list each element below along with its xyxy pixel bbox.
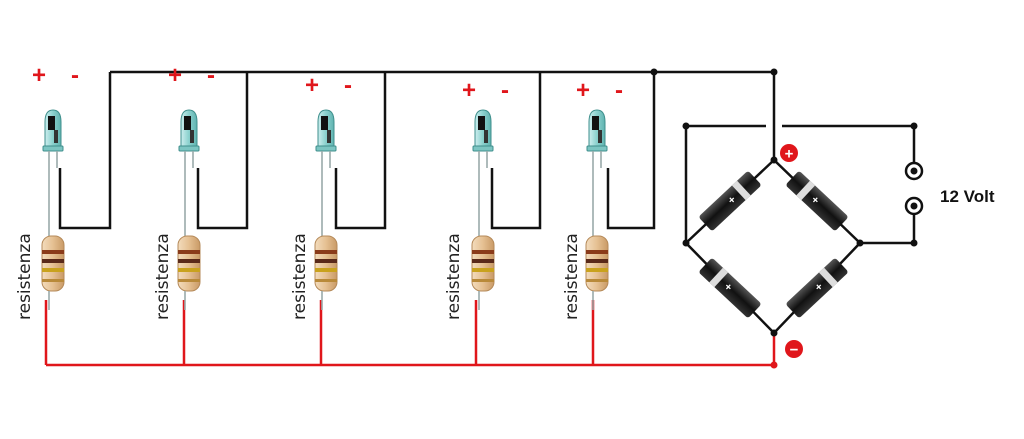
led xyxy=(472,109,494,238)
led-resistor-unit: + - resistenza xyxy=(15,62,79,320)
bridge-minus-symbol: − xyxy=(785,340,803,359)
junction-dot xyxy=(770,361,778,369)
junction-dot xyxy=(910,239,918,247)
bridge-plus-symbol: + xyxy=(780,144,798,163)
resistor xyxy=(471,235,495,310)
junction-dot xyxy=(682,122,690,130)
led xyxy=(42,109,64,238)
led-plus-sign: + xyxy=(305,72,319,99)
led xyxy=(178,109,200,238)
led-plus-sign: + xyxy=(168,62,182,89)
supply-terminal-bottom xyxy=(904,196,924,216)
supply-voltage-label: 12 Volt xyxy=(940,187,995,206)
junction-dot xyxy=(770,329,778,337)
led-minus-sign: - xyxy=(71,62,79,89)
resistor-label: resistenza xyxy=(562,233,582,320)
bridge-diode-top-right: + xyxy=(786,171,848,231)
negative-bus xyxy=(58,70,776,230)
junction-dot xyxy=(650,68,658,76)
led xyxy=(315,109,337,238)
svg-text:−: − xyxy=(790,342,799,359)
bridge-diode-bottom-right: + xyxy=(786,258,848,318)
led-resistor-unit: + - resistenza xyxy=(153,62,215,320)
resistor-label: resistenza xyxy=(290,233,310,320)
junction-dot xyxy=(682,239,690,247)
resistor-label: resistenza xyxy=(153,233,173,320)
junction-dot xyxy=(856,239,864,247)
resistor xyxy=(314,235,338,310)
led-resistor-unit: + - resistenza xyxy=(562,77,623,320)
led-minus-sign: - xyxy=(501,77,509,104)
positive-bus xyxy=(44,300,776,367)
led-plus-sign: + xyxy=(462,77,476,104)
junction-dot xyxy=(770,68,778,76)
led-minus-sign: - xyxy=(344,72,352,99)
junction-dot xyxy=(770,156,778,164)
led xyxy=(586,109,608,238)
bridge-diode-top-left: + xyxy=(699,171,761,231)
led-minus-sign: - xyxy=(615,77,623,104)
led-minus-sign: - xyxy=(207,62,215,89)
supply-terminal-top xyxy=(904,161,924,181)
bridge-diode-bottom-left: + xyxy=(699,258,761,318)
led-resistor-unit: + - resistenza xyxy=(444,77,509,320)
junction-dot xyxy=(910,122,918,130)
resistor xyxy=(177,235,201,310)
led-plus-sign: + xyxy=(32,62,46,89)
resistor xyxy=(41,235,65,310)
led-resistor-unit: + - resistenza xyxy=(290,72,352,320)
led-plus-sign: + xyxy=(576,77,590,104)
resistor-label: resistenza xyxy=(15,233,35,320)
svg-text:+: + xyxy=(785,146,794,163)
resistor-label: resistenza xyxy=(444,233,464,320)
resistor xyxy=(585,235,609,310)
